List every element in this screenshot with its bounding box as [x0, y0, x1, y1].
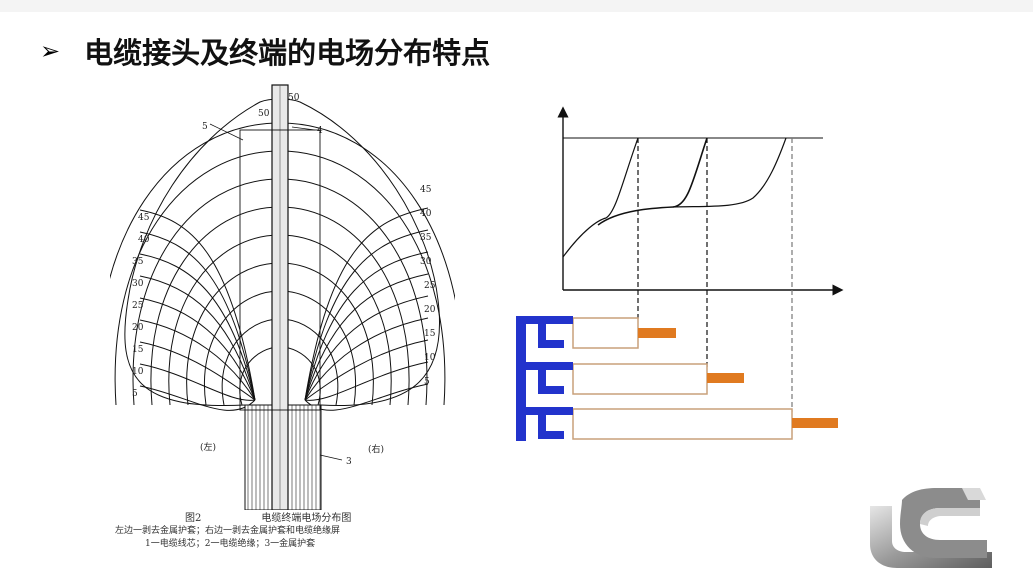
curve-1 — [562, 137, 639, 258]
field-line-left — [139, 231, 256, 401]
top-scale-left: 50 — [258, 109, 270, 119]
field-line-right — [304, 229, 429, 401]
field-line-left — [139, 253, 256, 401]
field-line-right — [304, 251, 429, 401]
caption-line-1: 左边一剥去金属护套；右边一剥去金属护套和电缆绝缘屏 — [115, 526, 341, 536]
left-scale-label: 20 — [132, 323, 144, 333]
left-scale-label: 5 — [132, 389, 138, 399]
metal-shield-blocks — [516, 316, 573, 441]
left-scale-label: 25 — [132, 301, 144, 311]
caption-title: 电缆终端电场分布图 — [261, 513, 352, 524]
right-scale-label: 25 — [424, 281, 436, 291]
field-line-left — [139, 341, 256, 401]
leader-4 — [291, 126, 316, 131]
right-scale-label: 20 — [424, 305, 436, 315]
left-scale-label: 35 — [132, 257, 144, 267]
field-line-right — [304, 317, 429, 401]
field-line-right — [304, 361, 429, 401]
cable-structure-1 — [572, 317, 676, 349]
conductor-stub-1 — [638, 328, 676, 338]
leader-3 — [319, 454, 343, 461]
slide-title-row: ➢ 电缆接头及终端的电场分布特点 — [40, 30, 490, 72]
right-scale-label: 5 — [424, 377, 430, 387]
side-label-left: (左) — [200, 441, 216, 453]
insulation-outline — [239, 129, 321, 411]
leader-label-3: 3 — [346, 457, 352, 467]
top-scale-right: 50 — [288, 93, 300, 103]
leader-label-5: 5 — [202, 122, 208, 132]
right-scale-label: 45 — [420, 185, 432, 195]
field-line-right — [304, 383, 429, 411]
caption-line-2: 1一电缆线芯；2一电缆绝缘；3一金属护套 — [145, 539, 316, 549]
right-scale-label: 40 — [420, 209, 432, 219]
field-line-right — [304, 273, 429, 401]
right-scale-label: 15 — [424, 329, 436, 339]
right-scale-label: 10 — [424, 353, 436, 363]
field-line-left — [139, 363, 256, 401]
field-line-right — [304, 207, 429, 401]
left-scale-label: 30 — [132, 279, 144, 289]
left-scale-label: 40 — [138, 235, 150, 245]
conductor-stub-2 — [707, 373, 744, 383]
left-scale-label: 10 — [132, 367, 144, 377]
field-line-left — [139, 209, 256, 401]
field-line-right — [304, 295, 429, 401]
leader-label-4: 4 — [317, 126, 323, 136]
slide-title: 电缆接头及终端的电场分布特点 — [84, 36, 491, 70]
logo-c-icon — [870, 488, 992, 568]
right-scale-label: 35 — [420, 233, 432, 243]
bullet-arrow-icon: ➢ — [40, 37, 61, 65]
curve-2 — [597, 137, 708, 226]
curve-3 — [672, 137, 787, 208]
right-scale-label: 30 — [420, 257, 432, 267]
side-label-right: (右) — [368, 443, 384, 455]
field-line-left — [139, 319, 256, 401]
left-scale-label: 45 — [138, 213, 150, 223]
caption-label: 图2 — [185, 513, 202, 524]
electric-field-figure: 5 4 3 50 50 (左) (右) 45 40 35 30 25 20 15 10 5 45… — [110, 84, 455, 510]
figure-caption: 图2 电缆终端电场分布图 左边一剥去金属护套；右边一剥去金属护套和电缆绝缘屏 1… — [115, 512, 445, 551]
cable-structure-3 — [572, 408, 838, 440]
field-line-left — [139, 297, 256, 401]
cable-structure-2 — [572, 363, 744, 395]
left-scale-label: 15 — [132, 345, 144, 355]
top-strip — [0, 0, 1033, 12]
leader-5 — [209, 123, 244, 141]
conductor-stub-3 — [792, 418, 838, 428]
field-line-right — [304, 339, 429, 401]
field-line-left — [139, 275, 256, 401]
cable-core — [271, 84, 289, 510]
stress-characteristic-diagram — [516, 106, 844, 441]
